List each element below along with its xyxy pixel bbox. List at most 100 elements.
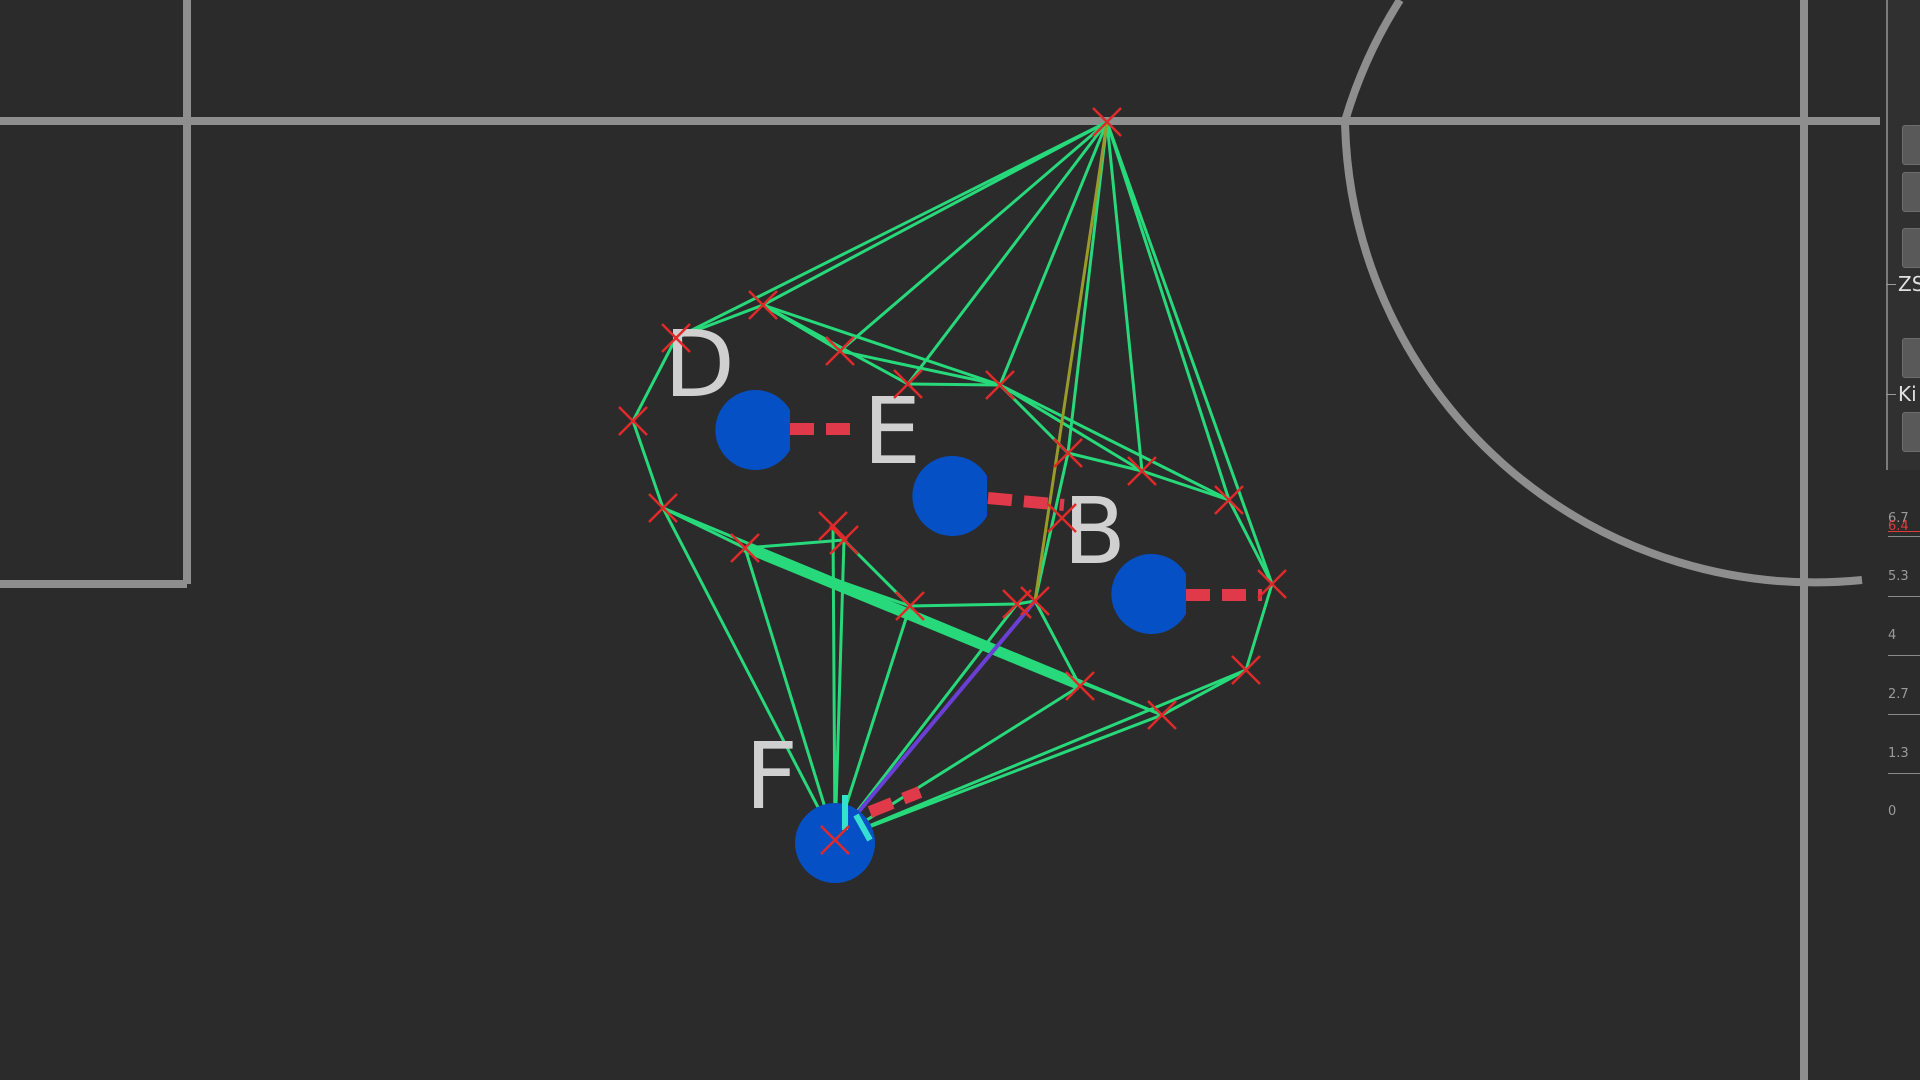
marker-stroke: [661, 323, 691, 353]
panel-button[interactable]: [1902, 412, 1920, 452]
robot-body[interactable]: [1111, 553, 1186, 634]
side-panel: ZS Ki: [1885, 0, 1920, 470]
tick-line: [1888, 596, 1920, 597]
tick-line: [1888, 773, 1920, 774]
graph-edge: [762, 120, 1108, 307]
tick-label: 1.3: [1888, 746, 1909, 761]
marker-stroke: [1214, 485, 1244, 515]
marker-stroke: [618, 406, 648, 436]
tick-label: 5.3: [1888, 569, 1909, 584]
marker-stroke: [1257, 569, 1287, 599]
graph-node-marker: [820, 825, 850, 855]
highlight-edge-purple: [833, 599, 1037, 842]
robot-E[interactable]: E: [863, 378, 987, 536]
graph-node-marker: [1065, 671, 1095, 701]
marker-stroke: [1147, 700, 1177, 730]
graph-node-marker: [1231, 655, 1261, 685]
highlight-edge-olive: [1033, 121, 1109, 602]
graph-node-marker: [1053, 438, 1083, 468]
robot-D[interactable]: D: [664, 311, 790, 470]
direction-indicators: [790, 423, 1262, 818]
graph-node-marker: [893, 369, 923, 399]
graph-node-marker: [661, 323, 691, 353]
marker-stroke: [1002, 589, 1032, 619]
graph-node-marker: [618, 406, 648, 436]
marker-stroke: [1092, 107, 1122, 137]
robot-F[interactable]: F: [745, 723, 875, 883]
graph-edge: [661, 507, 837, 841]
graph-edge: [909, 602, 1018, 608]
graph-edge: [1066, 121, 1109, 454]
marker-stroke: [1065, 671, 1095, 701]
tick-line: [1888, 655, 1920, 656]
graph-node-marker: [1002, 589, 1032, 619]
graph-node-marker: [1047, 503, 1077, 533]
graph-edge: [631, 420, 665, 509]
panel-button[interactable]: [1902, 228, 1920, 268]
graph-node-marker: [985, 370, 1015, 400]
graph-node-marker: [1257, 569, 1287, 599]
robot-body[interactable]: [795, 803, 875, 883]
marker-stroke: [1127, 456, 1157, 486]
graph-edge: [998, 121, 1109, 386]
direction-indicator-F: [867, 786, 923, 818]
graph-edge: [834, 668, 1247, 842]
marker-stroke: [985, 370, 1015, 400]
graph-edge: [662, 506, 746, 550]
tick-label: 2.7: [1888, 687, 1909, 702]
graph-node-marker: [648, 493, 678, 523]
robot-body[interactable]: [912, 456, 987, 536]
graph-edge: [834, 684, 1081, 842]
group-label-ki: Ki: [1886, 382, 1917, 406]
marker-stroke: [820, 825, 850, 855]
graph-node-marker: [1020, 586, 1050, 616]
graph-edge: [834, 713, 1163, 842]
graph-node-marker: [1147, 700, 1177, 730]
graph-node-marker: [895, 591, 925, 621]
graph-node-marker: [1214, 485, 1244, 515]
tick-label: 0: [1888, 804, 1897, 819]
kicker-mark: [853, 813, 873, 842]
graph-edge: [1244, 583, 1274, 671]
graph-edge: [1161, 668, 1247, 717]
robot-F-kicker-marks: [842, 795, 873, 842]
direction-indicator-E: [987, 492, 1065, 511]
group-label-zs: ZS: [1885, 274, 1920, 294]
robot-label: E: [863, 378, 921, 485]
tick-label: 6.7: [1888, 511, 1909, 526]
graph-edge: [762, 303, 1001, 387]
marker-stroke: [825, 336, 855, 366]
tick-label: 4: [1888, 628, 1897, 643]
panel-button[interactable]: [1902, 125, 1920, 165]
panel-button[interactable]: [1902, 172, 1920, 212]
graph-edge: [1105, 121, 1274, 585]
graph-edge: [839, 349, 1001, 387]
robot-label: F: [745, 723, 798, 830]
robot-body[interactable]: [715, 390, 790, 470]
marker-stroke: [730, 533, 760, 563]
graph-node-marker: [1092, 107, 1122, 137]
field-lines: [0, 0, 1880, 1080]
graph-edge: [999, 383, 1143, 473]
robot-B[interactable]: B: [1063, 478, 1186, 634]
graph-node-marker: [1127, 456, 1157, 486]
graph-edge: [1105, 121, 1144, 472]
graph-nodes: [618, 107, 1287, 855]
marker-stroke: [818, 511, 848, 541]
graph-node-marker: [748, 290, 778, 320]
graph-edge: [999, 383, 1230, 502]
graph-edge: [1141, 469, 1230, 502]
graph-edge: [743, 543, 1082, 691]
graph-node-marker: [825, 336, 855, 366]
marker-stroke: [1047, 503, 1077, 533]
graph-edge: [839, 120, 1108, 353]
graph-edge: [906, 121, 1109, 385]
graph-node-marker: [730, 533, 760, 563]
marker-stroke: [1020, 586, 1050, 616]
panel-button[interactable]: [1902, 338, 1920, 378]
tick-line: [1888, 714, 1920, 715]
marker-stroke: [748, 290, 778, 320]
graph-edge: [743, 547, 837, 841]
